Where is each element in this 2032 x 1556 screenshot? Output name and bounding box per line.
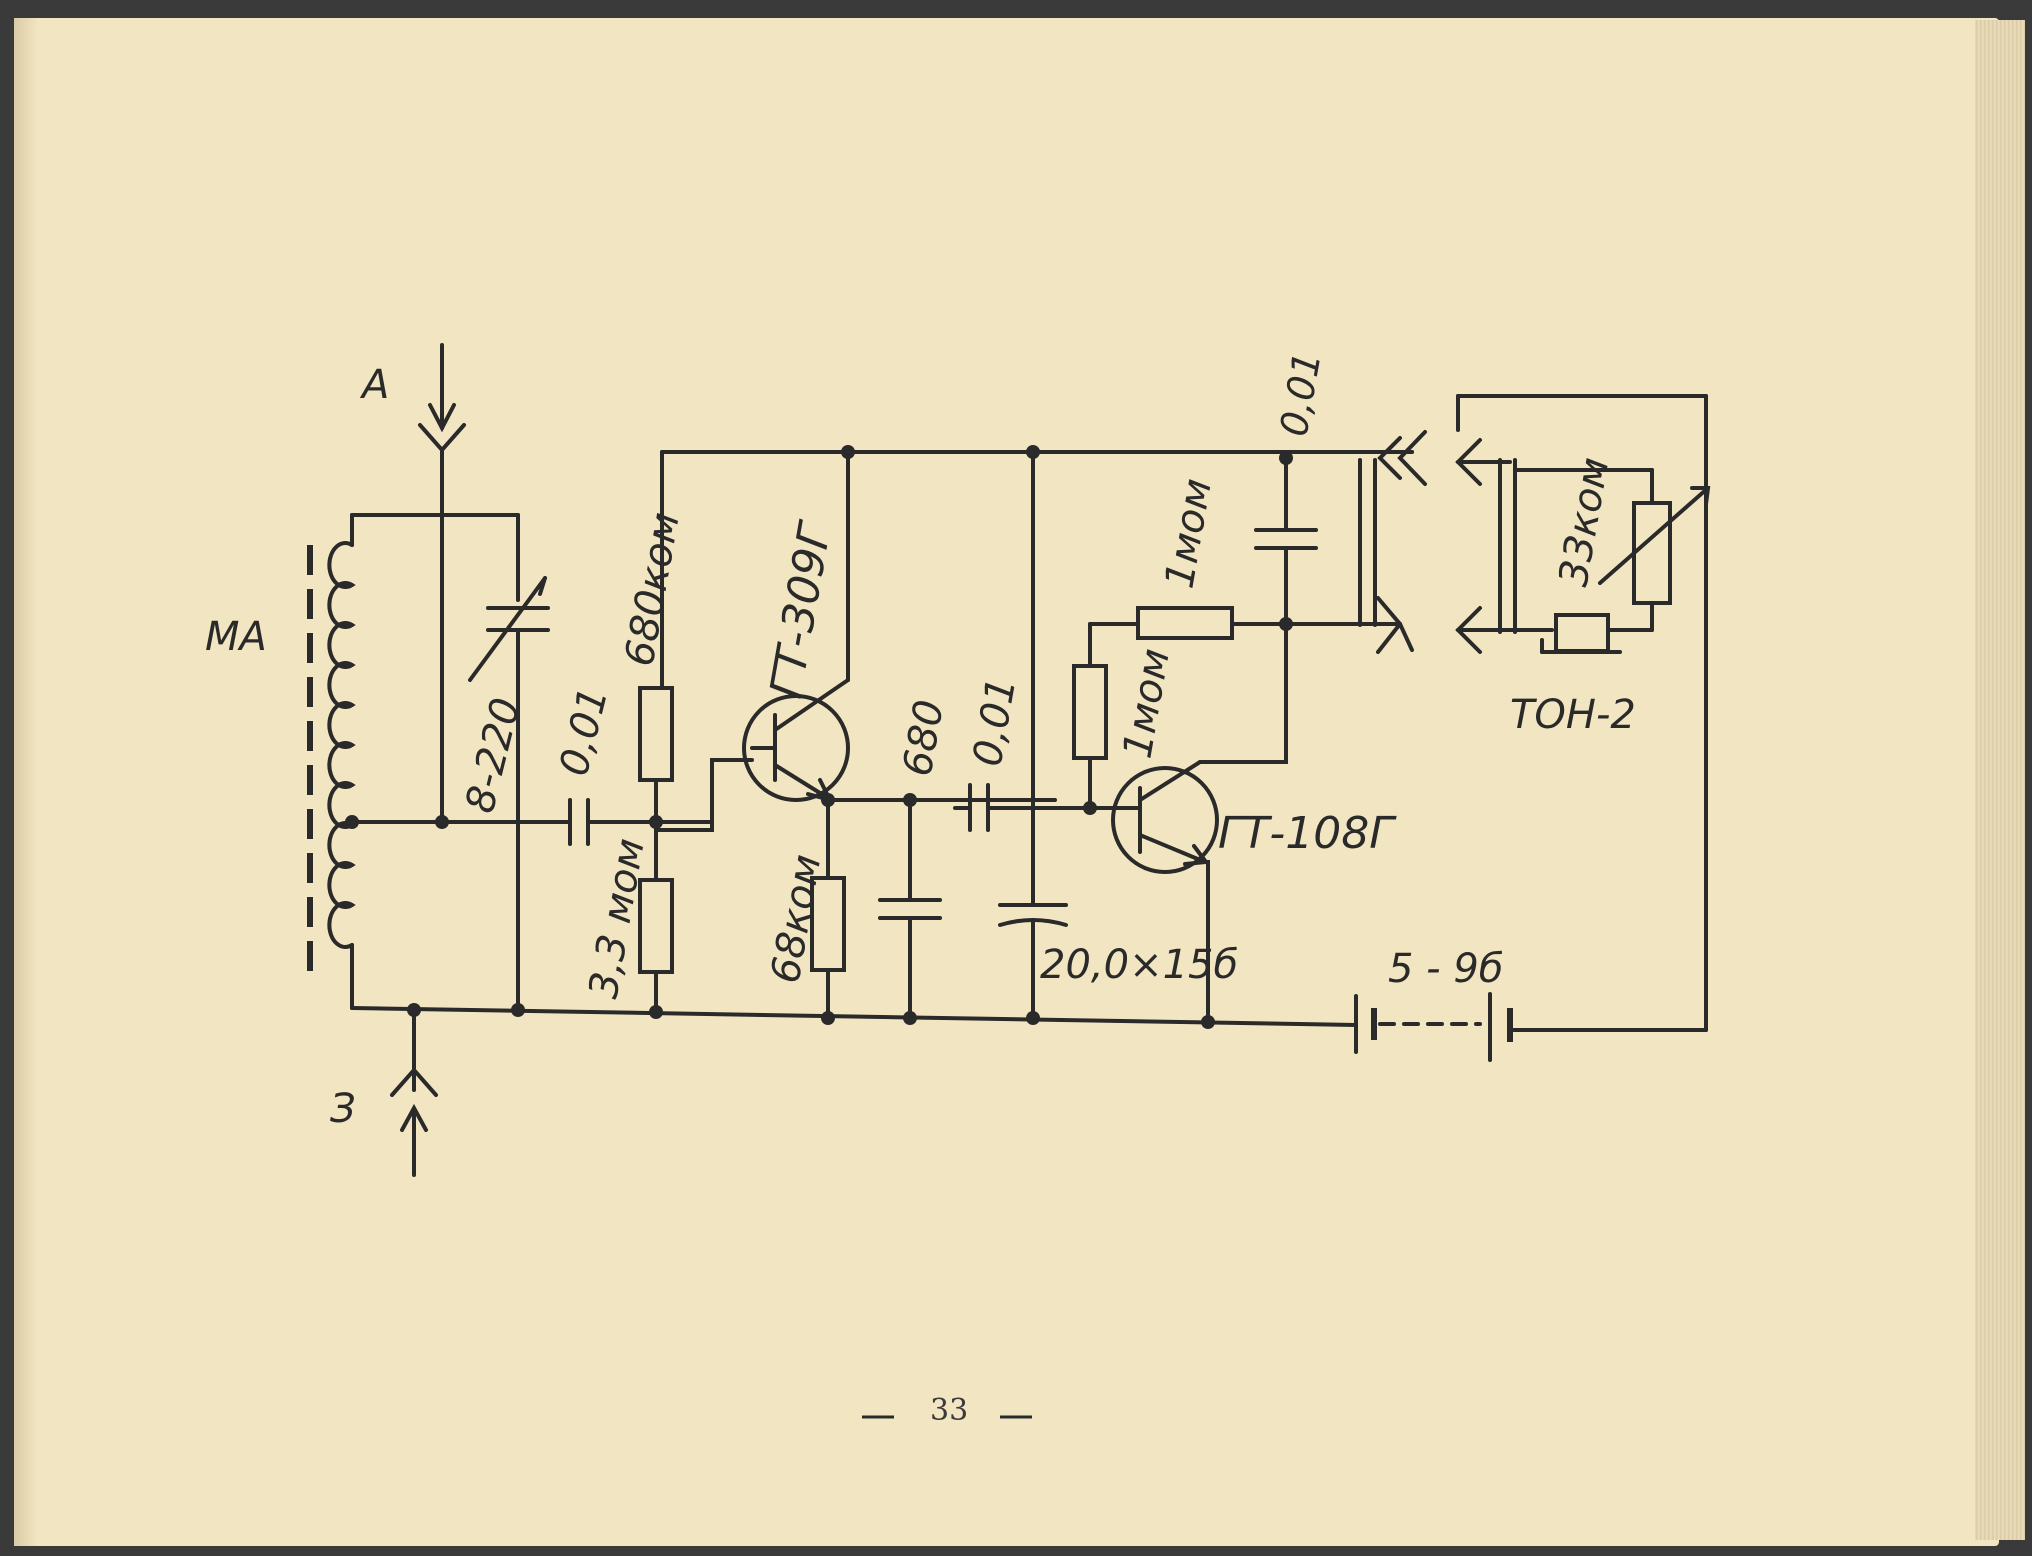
r3m3-label: 3,3 мом <box>581 835 654 1002</box>
resistor-680k <box>638 450 674 824</box>
phones-label: ТОН-2 <box>1510 692 1636 738</box>
transistor-t2 <box>1111 758 1288 1024</box>
battery <box>1354 992 1708 1062</box>
page-edge <box>1975 20 2025 1540</box>
battery-label: 5 - 9б <box>1388 946 1503 992</box>
capacitor-680 <box>878 798 942 1020</box>
ground-input <box>390 1008 438 1177</box>
coil-label: МА <box>205 614 267 660</box>
c1-label: 0,01 <box>551 683 617 781</box>
antenna-label: А <box>359 362 389 408</box>
coupling-capacitor-c2 <box>953 783 1092 832</box>
r680k-label: 680ком <box>617 509 689 670</box>
antenna-coil <box>307 513 356 1010</box>
r33k-label: 33ком <box>1551 454 1619 590</box>
coupling-capacitor-c1 <box>563 798 714 846</box>
c680-label: 680 <box>895 697 954 780</box>
r68k-label: 68ком <box>763 851 831 987</box>
output-jack <box>1284 430 1427 654</box>
page-number: 33 <box>930 1393 968 1428</box>
variable-capacitor <box>468 576 550 1010</box>
electrolytic-capacitor <box>998 450 1068 1020</box>
transistor-t1 <box>742 450 850 804</box>
c2-label: 0,01 <box>965 674 1026 770</box>
c3-label: 0,01 <box>1272 349 1330 440</box>
r1m-vert-label: 1мом <box>1115 645 1179 762</box>
phone-circuit <box>1513 468 1711 654</box>
resistor-1m-top <box>1136 606 1288 640</box>
headphones-jack <box>1455 438 1554 654</box>
ground-label: З <box>330 1086 356 1132</box>
resistor-68k <box>810 798 846 1020</box>
celec-label: 20,0×15б <box>1040 942 1238 988</box>
book-spine <box>14 18 38 1546</box>
antenna-input <box>418 343 466 827</box>
capacitor-c3 <box>1254 456 1318 762</box>
resistor-1m-vertical <box>1072 622 1140 810</box>
t2-label: ГТ-108Г <box>1218 808 1397 859</box>
t1-label: ГТ-309Г <box>761 517 842 702</box>
r1m-top-label: 1мом <box>1157 475 1221 592</box>
